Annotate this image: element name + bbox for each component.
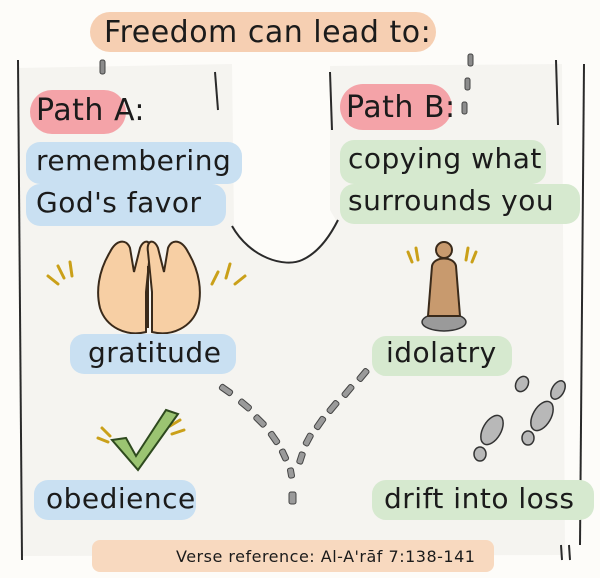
path-a-heading-highlight (30, 90, 126, 134)
path-b-subtitle-line1: copying what (348, 142, 542, 175)
footer-highlight (92, 540, 494, 572)
path-b-heading: Path B: (346, 90, 456, 125)
path-b-step2: drift into loss (384, 482, 575, 515)
praying-hands-icon (46, 240, 247, 335)
path-b-subtitle-line2: surrounds you (348, 184, 555, 217)
page-title: Freedom can lead to: (104, 15, 432, 50)
title-highlight (90, 12, 436, 52)
path-a-subtitle-line2: God's favor (36, 186, 202, 219)
path-a-step1: gratitude (88, 336, 222, 369)
valley-divider (231, 219, 339, 264)
checkmark-icon (96, 408, 186, 472)
path-a-subtitle-line1: remembering (36, 144, 232, 177)
path-b-subtitle-highlight (340, 140, 546, 184)
path-b-heading-highlight (340, 84, 452, 130)
drift-highlight (372, 480, 594, 520)
verse-reference: Verse reference: Al-A'rāf 7:138-141 (176, 547, 476, 566)
right-border-line (579, 63, 585, 546)
path-a-dashes (218, 383, 297, 505)
path-a-subtitle-highlight (26, 142, 242, 184)
top-marker-dashes (99, 53, 474, 115)
path-b-step1: idolatry (386, 336, 497, 369)
path-a-heading: Path A: (36, 93, 146, 128)
gratitude-highlight (70, 334, 236, 374)
left-border-line (17, 59, 23, 561)
bottom-right-ticks (560, 544, 571, 561)
footprints-icon (473, 375, 566, 462)
statue-icon (406, 241, 478, 332)
idolatry-highlight (372, 336, 512, 376)
obedience-highlight (34, 480, 196, 520)
path-b-dashes (296, 368, 370, 465)
path-a-step2: obedience (46, 482, 196, 515)
